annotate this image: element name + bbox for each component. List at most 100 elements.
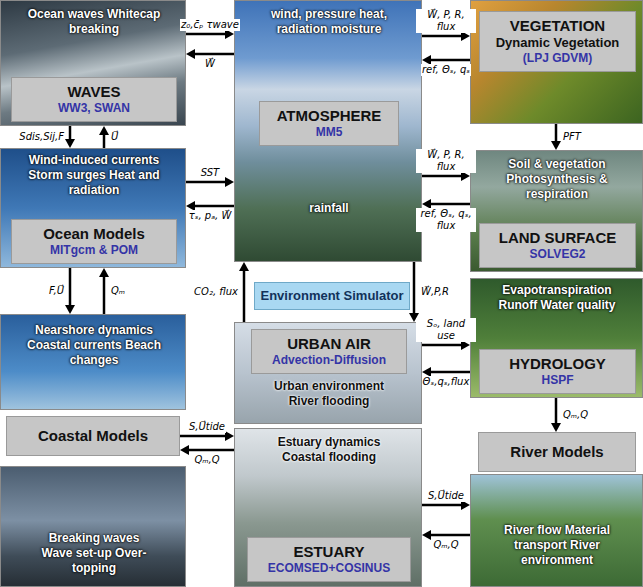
edge-label: ref, Θₛ, qₛ [421,64,471,76]
arrow-head [65,305,75,314]
land-surface-panel: Soil & vegetation Photosynthesis & respi… [470,150,643,272]
arrow-head [99,126,109,135]
data-arrow [409,262,419,322]
arrow-shaft [422,504,462,507]
arrow-shaft [188,449,234,452]
arrow-shaft [243,270,246,322]
node-text: River flow Material transport River envi… [482,523,632,568]
data-arrow [551,398,561,432]
atmosphere-panel: wind, pressure heat, radiation moisturer… [234,0,422,262]
model-name: SOLVEG2 [484,247,631,262]
arrow-head [225,431,234,441]
arrow-shaft [422,35,462,38]
arrow-shaft [69,126,72,140]
model-name: HSPF [484,373,631,388]
node-text: rainfall [269,201,389,216]
arrow-shaft [186,181,226,184]
arrow-shaft [555,124,558,142]
model-label: River Models [478,432,636,472]
model-label: LAND SURFACESOLVEG2 [479,223,636,268]
edge-label: τₛ, pₐ, W⃗ [188,210,233,222]
model-label: WAVESWW3, SWAN [11,77,177,122]
edge-label: W⃗,P,R [420,286,450,298]
data-arrow [65,268,75,314]
hydrology-panel: Evapotranspiration Runoff Water qualityH… [470,278,643,398]
edge-label: Qₘ,Q [193,454,220,466]
node-title: WAVES [16,83,172,101]
node-title: LAND SURFACE [484,229,631,247]
arrow-head [180,445,189,455]
vegetation-panel: VEGETATIONDynamic Vegetation(LPJ GDVM) [470,0,643,124]
arrow-shaft [555,398,558,424]
arrow-shaft [69,268,72,306]
arrow-shaft [194,53,234,56]
coastal-panel: Breaking waves Wave set-up Over-topping [0,466,186,587]
edge-label: S,U⃗tide [427,490,465,502]
arrow-shaft [430,371,470,374]
arrow-head [551,423,561,432]
model-name: MM5 [264,125,394,140]
node-text: Ocean waves Whitecap breaking [24,7,164,37]
edge-label: Sₒ, land use [416,318,476,342]
edge-label: W⃗, P, R, flux [416,9,476,33]
edge-label: CO₂, flux [193,286,239,298]
node-title: Ocean Models [16,225,172,243]
edge-label: PFT [562,131,582,143]
coastal-panel: Nearshore dynamics Coastal currents Beac… [0,314,186,410]
arrow-shaft [422,344,462,347]
node-text: Soil & vegetation Photosynthesis & respi… [477,157,637,202]
arrow-head [225,177,234,187]
arrow-shaft [422,175,462,178]
arrow-shaft [413,262,416,314]
node-title: Coastal Models [11,427,175,445]
data-arrow [551,124,561,150]
estuary-panel: Estuary dynamics Coastal floodingESTUARY… [234,428,422,587]
edge-label: Qₘ,Q [562,409,589,421]
edge-label: ref, Θₛ, qₛ, flux [416,208,476,232]
arrow-shaft [180,435,226,438]
model-name: (LPJ GDVM) [484,51,631,66]
arrow-shaft [103,134,106,148]
node-text: Evapotranspiration Runoff Water quality [487,283,627,313]
edge-label: U⃗ [110,131,119,143]
arrow-head [65,139,75,148]
edge-label: SST [200,167,220,179]
arrow-head [99,268,109,277]
node-text: Wind-induced currents Storm surges Heat … [14,153,174,198]
arrow-shaft [194,205,234,208]
arrow-shaft [430,534,470,537]
arrow-head [186,49,195,59]
urban-panel: Urban environment River floodingURBAN AI… [234,322,422,424]
data-arrow [99,268,109,314]
model-name: Advection-Diffusion [256,353,402,368]
edge-label: Sdis,Sij,F [18,131,65,143]
edge-label: Θₛ,qₛ,flux [422,376,471,388]
label-plate: VEGETATIONDynamic Vegetation(LPJ GDVM) [479,11,636,72]
arrow-head [239,262,249,271]
edge-label: z₀,c̄ₚ τwave [180,19,240,31]
simulator-box: Environment Simulator [254,282,410,310]
model-label: Ocean ModelsMITgcm & POM [11,219,177,264]
model-name: ECOMSED+COSINUS [252,561,406,576]
model-name: WW3, SWAN [16,101,172,116]
model-label: ATMOSPHEREMM5 [259,101,399,146]
node-title: ATMOSPHERE [264,107,394,125]
edge-label: S,U⃗tide [188,421,226,433]
node-text: Breaking waves Wave set-up Over-topping [34,531,154,576]
edge-label: Qₘ,Q [432,539,459,551]
node-title: River Models [483,443,631,461]
node-title: ESTUARY [252,543,406,561]
data-arrow [65,126,75,148]
data-arrow [239,262,249,322]
node-text: Environment Simulator [259,288,405,304]
waves-panel: Ocean waves Whitecap breakingWAVESWW3, S… [0,0,186,126]
node-text: Dynamic Vegetation [484,35,631,51]
edge-label: Qₘ [110,285,126,297]
model-name: MITgcm & POM [16,243,172,258]
edge-label: W⃗ [204,58,216,70]
arrow-shaft [186,33,226,36]
model-label: ESTUARYECOMSED+COSINUS [247,537,411,582]
node-text: Urban environment River flooding [264,379,394,409]
arrow-shaft [430,203,470,206]
edge-label: F,U⃗ [48,285,65,297]
